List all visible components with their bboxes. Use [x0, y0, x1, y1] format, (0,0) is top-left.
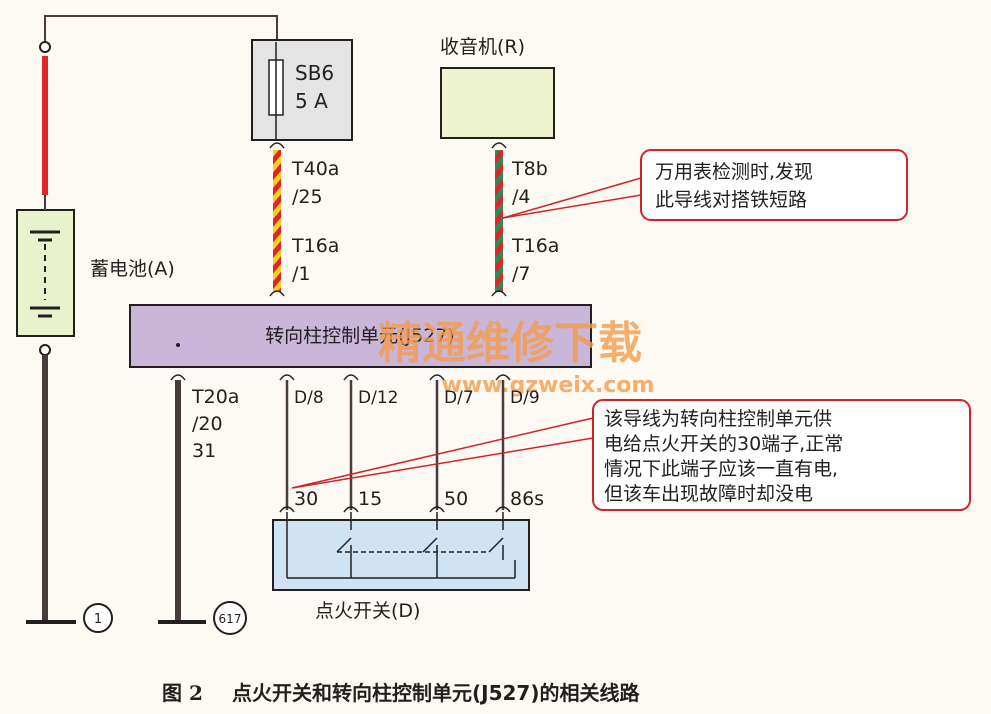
- terminal-86s: 86s: [510, 488, 544, 510]
- short-circuit-text: 此导线对搭铁短路: [655, 189, 807, 211]
- ground-point-1: [83, 603, 113, 633]
- pin-d9: D/9: [510, 388, 540, 408]
- pin-d7: D/7: [444, 388, 474, 408]
- pin-d12: D/12: [358, 388, 398, 408]
- ground-point-617: [213, 601, 247, 635]
- connector-t8b: T8b: [511, 158, 548, 180]
- terminal-50: 50: [444, 488, 468, 510]
- battery: [16, 195, 75, 337]
- figure-number: 图 2: [162, 681, 203, 705]
- short-circuit-callout: [502, 149, 908, 221]
- ignition-switch-label: 点火开关(D): [315, 600, 420, 622]
- connector-t16a: T16a: [291, 235, 339, 257]
- ignition-switch: [272, 512, 530, 591]
- connector-symbol: [491, 290, 507, 297]
- battery-feed-wire: [42, 15, 278, 195]
- terminal-node: [39, 344, 51, 356]
- terminal-node: [39, 41, 51, 53]
- supply-wire-text: 该导线为转向柱控制单元供: [604, 408, 832, 430]
- ground-point-label: 1: [94, 612, 102, 627]
- radio-label: 收音机(R): [440, 36, 525, 58]
- fuse-rating: 5 A: [295, 89, 328, 113]
- watermark-url: www.gzweix.com: [442, 373, 655, 398]
- connector-t40a: T40a: [291, 158, 339, 180]
- supply-wire-text: 情况下此端子应该一直有电,: [604, 458, 838, 480]
- switch-wires: [279, 374, 511, 513]
- ground-point-label: 617: [219, 612, 242, 626]
- short-circuit-text: 万用表检测时,发现: [655, 161, 813, 183]
- terminal-15: 15: [358, 488, 382, 510]
- watermark-title: 精通维修下载: [378, 318, 642, 369]
- fuse-name: SB6: [295, 61, 334, 85]
- connector-t16a-7-pin: /7: [512, 263, 531, 285]
- control-unit-j527: [129, 304, 592, 368]
- wire-number: 31: [192, 440, 216, 462]
- marker-dot: [176, 343, 180, 347]
- connector-symbol: [170, 374, 186, 381]
- connector-t40a-pin: /25: [292, 186, 323, 208]
- control-unit-label: 转向柱控制单元(J527): [265, 325, 455, 347]
- connector-t8b-pin: /4: [512, 186, 531, 208]
- supply-wire-callout: [291, 399, 971, 511]
- connector-t16a-pin: /1: [292, 263, 311, 285]
- connector-t20a-pin: /20: [192, 413, 223, 435]
- connector-t16a-7: T16a: [511, 235, 559, 257]
- battery-label: 蓄电池(A): [90, 258, 175, 280]
- connector-symbol: [269, 142, 285, 149]
- supply-wire-text: 电给点火开关的30端子,正常: [604, 433, 843, 455]
- connector-symbol: [491, 142, 507, 149]
- radio-unit: [440, 67, 555, 139]
- connector-symbol: [269, 290, 285, 297]
- connector-t20a: T20a: [191, 386, 239, 408]
- terminal-30: 30: [294, 488, 318, 510]
- fuse-sb6: [251, 39, 353, 141]
- pin-d8: D/8: [294, 388, 324, 408]
- figure-caption: 点火开关和转向柱控制单元(J527)的相关线路: [232, 681, 640, 705]
- supply-wire-text: 但该车出现故障时却没电: [604, 483, 813, 505]
